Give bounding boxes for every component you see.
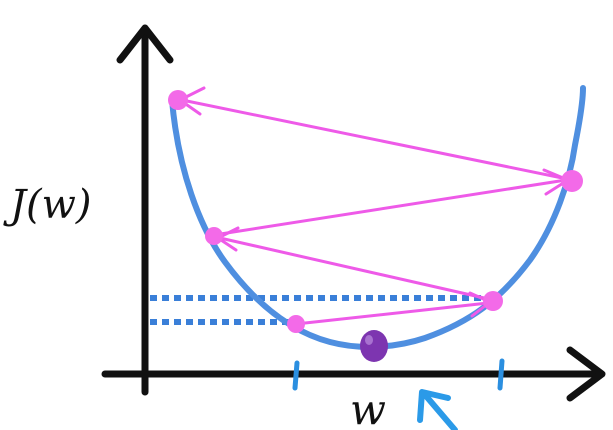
iteration-point-0	[287, 315, 305, 333]
iteration-point-1	[483, 291, 503, 311]
axes	[101, 24, 606, 402]
iteration-arrow-4	[180, 98, 574, 182]
global-minimum-point	[360, 330, 388, 362]
y-axis-label: J(w)	[3, 182, 91, 228]
y-axis-arrowhead	[116, 24, 174, 64]
iteration-arrow-2	[218, 236, 495, 302]
gradient-descent-iterations	[178, 86, 574, 326]
iteration-point-4	[168, 90, 188, 110]
pointer-arrow-icon	[417, 389, 458, 430]
x-axis-ticks	[292, 358, 505, 391]
iteration-arrow-1	[294, 301, 490, 326]
iteration-points	[168, 90, 583, 333]
x-axis-arrowhead	[566, 346, 606, 402]
minimum-highlight	[365, 335, 373, 345]
tick-right	[497, 358, 505, 391]
cost-function-curve	[169, 85, 586, 350]
iteration-point-3	[561, 170, 583, 192]
tick-left	[292, 360, 300, 391]
iteration-arrow-3	[212, 178, 568, 237]
minimum-dot	[360, 330, 388, 362]
iteration-point-2	[205, 227, 223, 245]
dotted-guides	[150, 295, 496, 325]
x-axis-label: w	[350, 385, 386, 430]
